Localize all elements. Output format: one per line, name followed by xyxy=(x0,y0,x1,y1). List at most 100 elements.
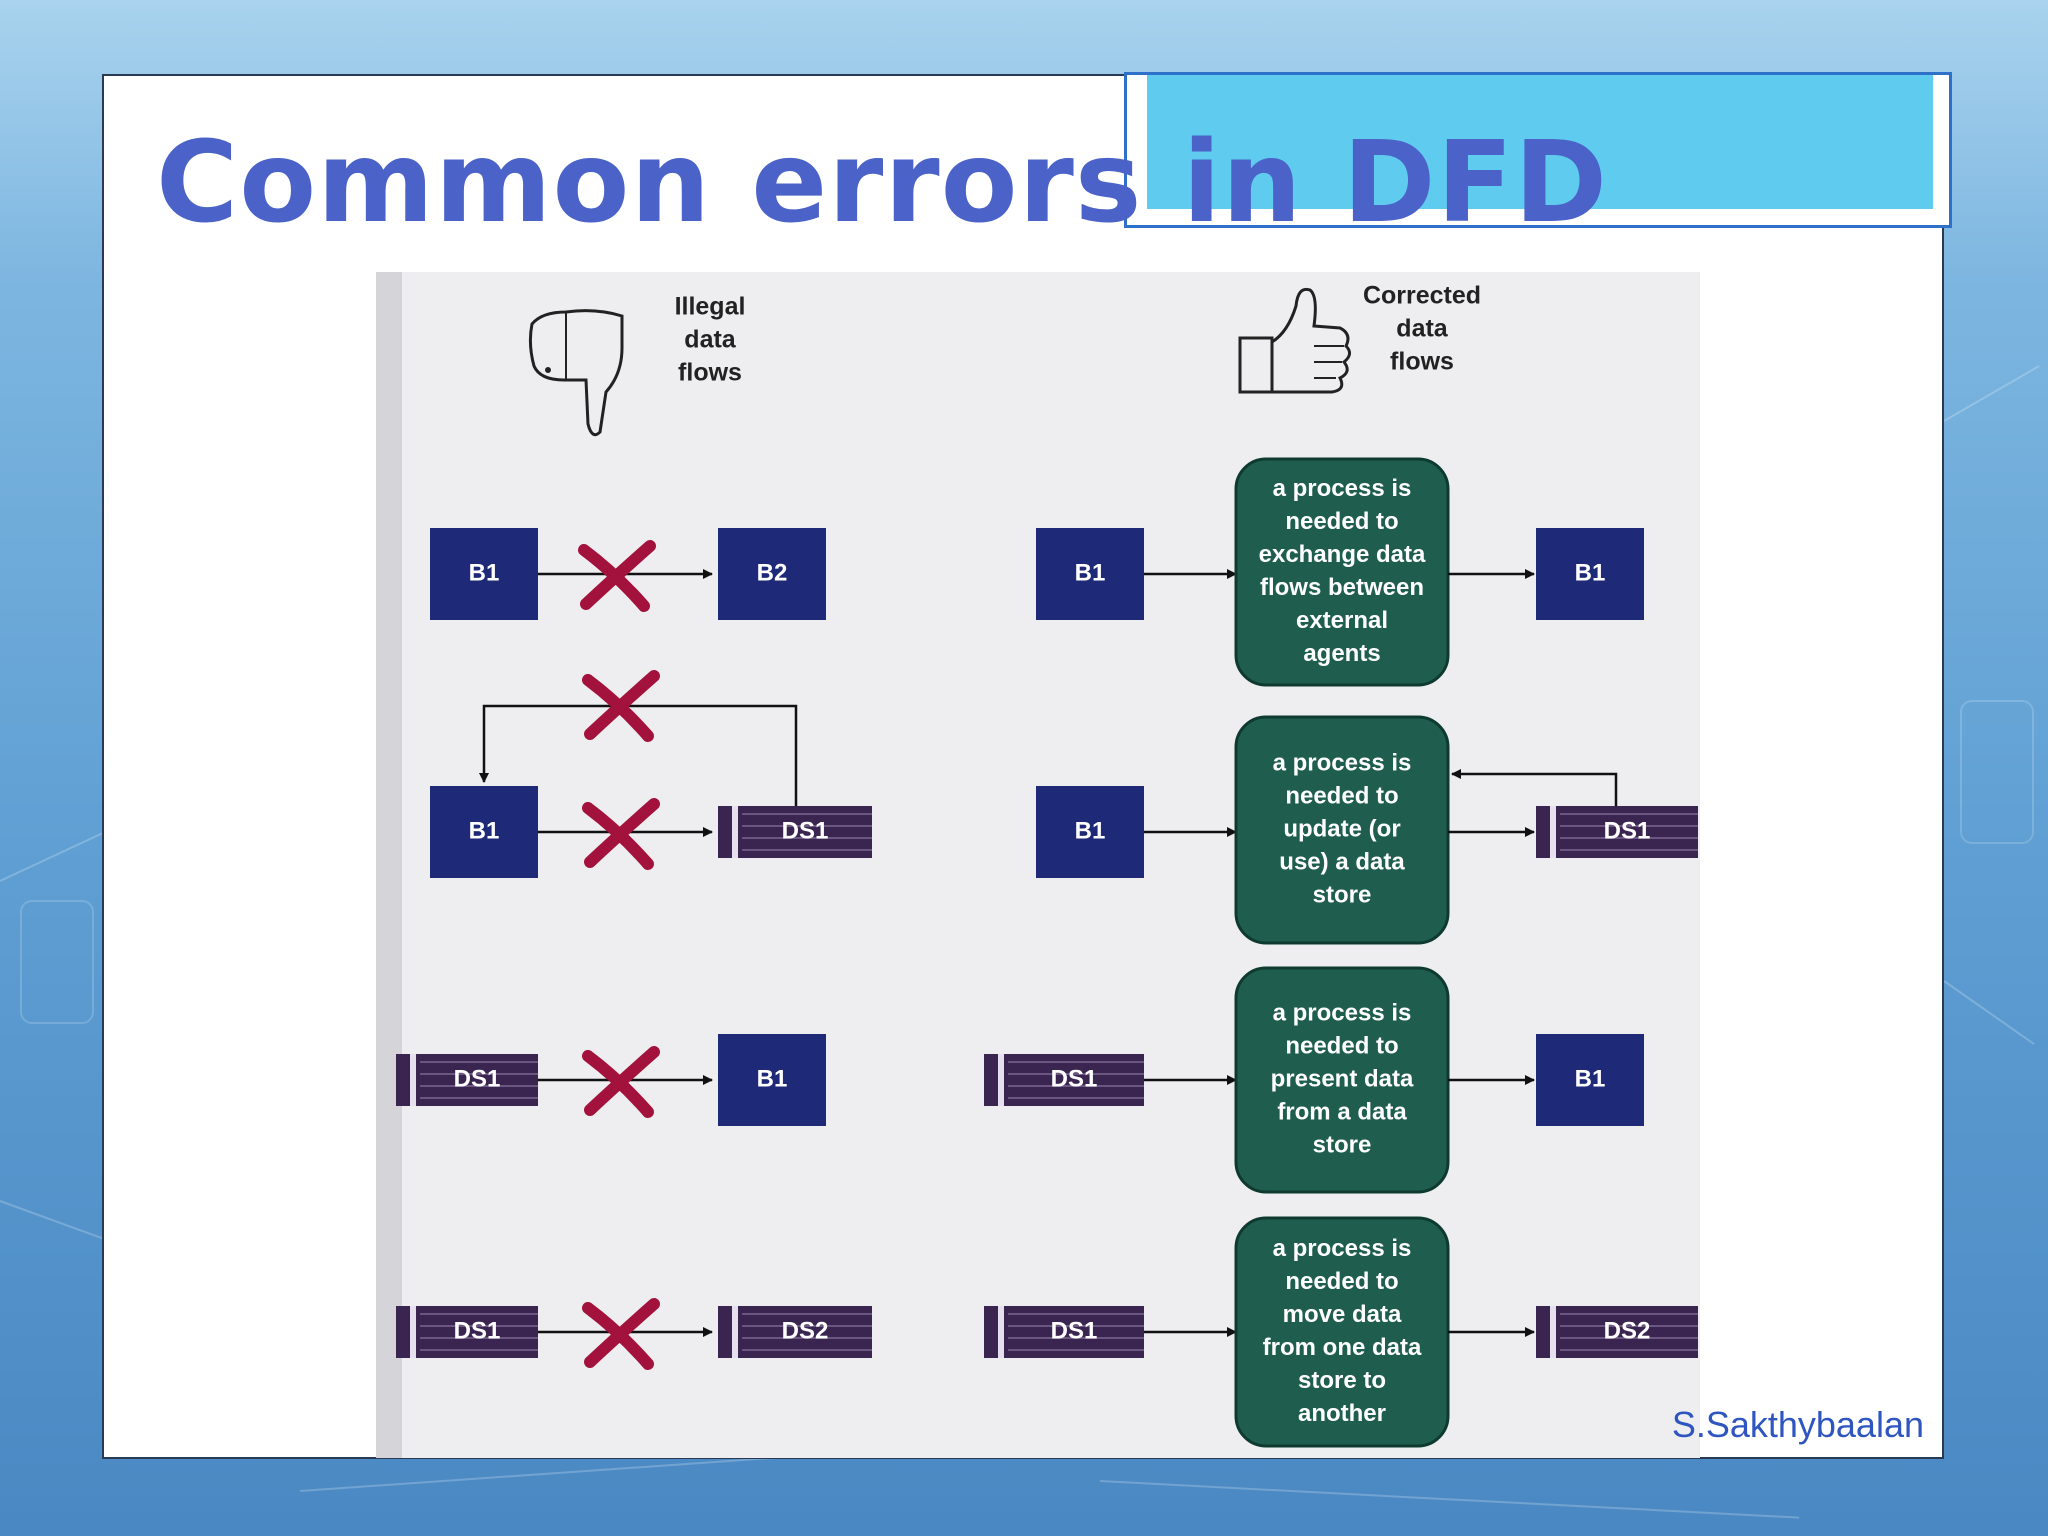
corrected-caption: data xyxy=(1396,315,1449,343)
slide-title: Common errors in DFD xyxy=(156,118,1609,248)
process-text-line: store to xyxy=(1298,1367,1386,1394)
data-store-divider xyxy=(732,1306,738,1358)
process-text-line: a process is xyxy=(1273,999,1412,1026)
data-store-label: DS1 xyxy=(1051,1317,1098,1344)
background-line xyxy=(1943,365,2040,422)
external-agent-box xyxy=(718,528,826,620)
data-store xyxy=(718,1306,872,1358)
slide-number-fill xyxy=(1147,75,1933,209)
process-text-line: another xyxy=(1298,1400,1386,1427)
process-text-line: external xyxy=(1296,607,1388,634)
data-store-label: DS1 xyxy=(1604,817,1651,844)
process-text-line: needed to xyxy=(1285,1032,1398,1059)
illegal-caption: data xyxy=(684,326,737,354)
data-store xyxy=(984,1054,1144,1106)
process-text-line: flows between xyxy=(1260,574,1424,601)
process-text-line: use) a data xyxy=(1279,848,1405,875)
external-agent-label: B1 xyxy=(1075,817,1106,844)
thumb-outline xyxy=(1238,336,1274,394)
data-store-label: DS2 xyxy=(782,1317,829,1344)
process-text-line: needed to xyxy=(1285,1268,1398,1295)
process-text-line: needed to xyxy=(1285,782,1398,809)
data-store xyxy=(718,806,872,858)
background-line xyxy=(1943,980,2035,1045)
data-store xyxy=(396,1054,538,1106)
external-agent-box xyxy=(1036,528,1144,620)
thumb-outline xyxy=(1271,287,1351,394)
external-agent-box xyxy=(430,786,538,878)
data-flow-arrow xyxy=(479,704,798,806)
process-text-line: a process is xyxy=(1273,749,1412,776)
process-text-line: present data xyxy=(1271,1065,1414,1092)
process-box xyxy=(1234,715,1450,945)
author-credit: S.Sakthybaalan xyxy=(1671,1404,1924,1445)
cross-stroke xyxy=(580,540,656,610)
process-text-line: from one data xyxy=(1263,1334,1422,1361)
data-store xyxy=(396,1306,538,1358)
scan-shadow xyxy=(376,272,402,1458)
data-store-divider xyxy=(732,806,738,858)
background-line xyxy=(1099,1480,1800,1519)
thumbs-down-icon xyxy=(528,309,624,437)
invalid-flow-cross-icon xyxy=(582,670,660,742)
corrected-caption: flows xyxy=(1390,348,1454,376)
cross-stroke xyxy=(584,798,660,868)
process-text-line: exchange data xyxy=(1259,541,1426,568)
external-agent-label: B1 xyxy=(469,559,500,586)
invalid-flow-cross-icon xyxy=(582,1298,660,1370)
process-box xyxy=(1234,457,1450,687)
cross-stroke xyxy=(584,670,660,740)
illegal-caption: flows xyxy=(678,359,742,387)
data-store-divider xyxy=(998,1306,1004,1358)
data-store-label: DS1 xyxy=(782,817,829,844)
process-text-line: a process is xyxy=(1273,1235,1412,1262)
data-store-label: DS2 xyxy=(1604,1317,1651,1344)
data-store-divider xyxy=(998,1054,1004,1106)
external-agent-label: B1 xyxy=(1575,559,1606,586)
corrected-caption: Corrected xyxy=(1363,282,1481,310)
invalid-flow-cross-icon xyxy=(582,1046,660,1118)
external-agent-label: B1 xyxy=(1075,559,1106,586)
data-store xyxy=(984,1306,1144,1358)
external-agent-box xyxy=(1536,1034,1644,1126)
data-store-divider xyxy=(1550,1306,1556,1358)
cross-stroke xyxy=(584,1298,660,1368)
background-hexagon xyxy=(1960,700,2034,844)
data-store-label: DS1 xyxy=(454,1065,501,1092)
invalid-flow-cross-icon xyxy=(582,798,660,870)
thumb-detail xyxy=(545,367,551,373)
data-store-divider xyxy=(1550,806,1556,858)
background-hexagon xyxy=(20,900,94,1024)
process-text-line: move data xyxy=(1283,1301,1402,1328)
process-text-line: agents xyxy=(1303,640,1380,667)
invalid-flow-cross-icon xyxy=(578,540,656,612)
external-agent-box xyxy=(1536,528,1644,620)
illegal-caption: Illegal xyxy=(675,293,746,321)
data-flow-arrow xyxy=(1451,769,1618,806)
slide-number-box xyxy=(1124,72,1952,228)
process-text-line: from a data xyxy=(1277,1098,1407,1125)
data-store-divider xyxy=(410,1306,416,1358)
external-agent-box xyxy=(718,1034,826,1126)
data-store-divider xyxy=(410,1054,416,1106)
external-agent-label: B1 xyxy=(1575,1065,1606,1092)
data-store-label: DS1 xyxy=(1051,1065,1098,1092)
background-line xyxy=(0,1200,114,1243)
external-agent-box xyxy=(430,528,538,620)
cross-stroke xyxy=(584,1046,660,1116)
external-agent-box xyxy=(1036,786,1144,878)
external-agent-label: B1 xyxy=(469,817,500,844)
data-store-label: DS1 xyxy=(454,1317,501,1344)
process-text-line: update (or xyxy=(1283,815,1400,842)
slide-number: 16 xyxy=(1063,74,1101,112)
process-text-line: a process is xyxy=(1273,475,1412,502)
process-text-line: store xyxy=(1313,881,1372,908)
external-agent-label: B1 xyxy=(757,1065,788,1092)
process-text-line: store xyxy=(1313,1131,1372,1158)
data-store xyxy=(1536,1306,1698,1358)
thumb-outline xyxy=(528,309,624,437)
external-agent-label: B2 xyxy=(757,559,788,586)
data-store xyxy=(1536,806,1698,858)
thumbs-up-icon xyxy=(1238,287,1351,394)
